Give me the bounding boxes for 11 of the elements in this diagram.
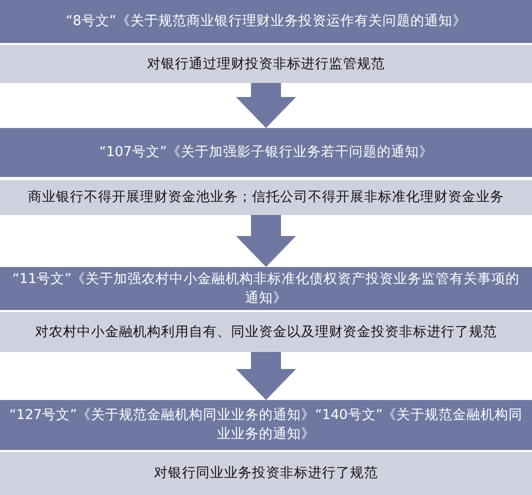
down-arrow <box>236 83 296 128</box>
document-band: “11号文”《关于加强农村中小金融机构非标准化债权资产投资业务监管有关事项的通知》 <box>0 267 532 310</box>
summary-band: 对农村中小金融机构利用自有、同业资金以及理财资金投资非标进行了规范 <box>0 312 532 352</box>
down-arrow <box>236 215 296 267</box>
down-arrow <box>236 352 296 400</box>
document-band: “107号文”《关于加强影子银行业务若干问题的通知》 <box>0 128 532 177</box>
summary-band: 商业银行不得开展理财资金池业务；信托公司不得开展非标准化理财资金业务 <box>0 180 532 215</box>
document-band: “8号文”《关于规范商业银行理财业务投资运作有关问题的通知》 <box>0 0 532 43</box>
document-band: “127号文”《关于规范金融机构同业业务的通知》“140号文”《关于规范金融机构同业业务的通知》 <box>0 400 532 450</box>
summary-band: 对银行通过理财投资非标进行监管规范 <box>0 45 532 83</box>
summary-band: 对银行同业业务投资非标进行了规范 <box>0 452 532 495</box>
